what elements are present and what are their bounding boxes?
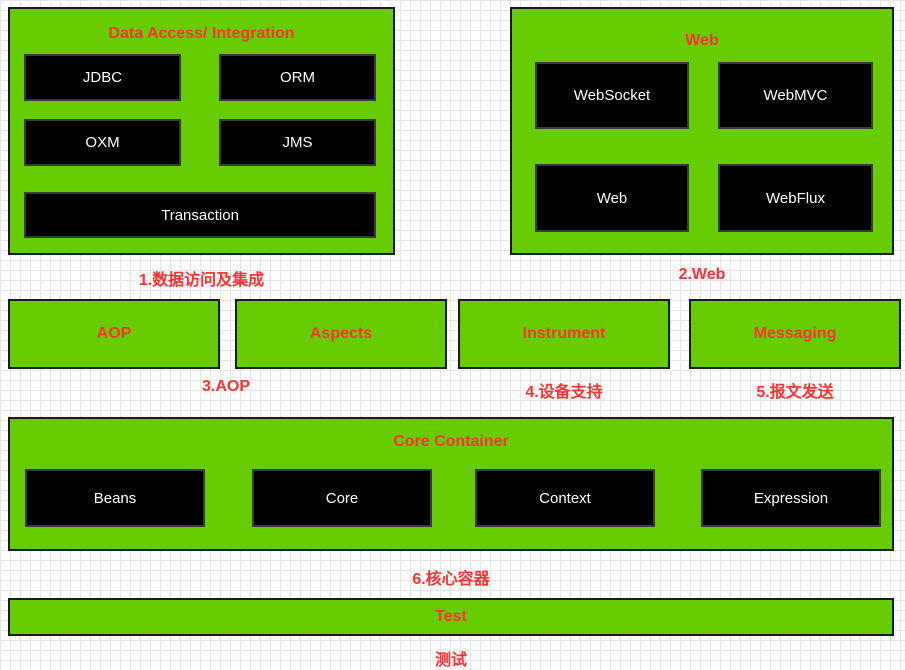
- core-container-title: Core Container: [393, 433, 509, 450]
- instrument-caption: 4.设备支持: [525, 384, 603, 401]
- context-block: Context: [475, 469, 655, 527]
- data-access-caption: 1.数据访问及集成: [138, 272, 265, 289]
- jms-block: JMS: [219, 119, 376, 166]
- webflux-block: WebFlux: [718, 164, 873, 232]
- webmvc-block: WebMVC: [718, 62, 873, 129]
- web-caption: 2.Web: [678, 266, 726, 283]
- web-title: Web: [685, 32, 719, 49]
- instrument-bar: Instrument: [458, 299, 670, 369]
- core-container-caption: 6.核心容器: [412, 571, 490, 588]
- core-block: Core: [252, 469, 432, 527]
- jdbc-block: JDBC: [24, 54, 181, 101]
- messaging-bar: Messaging: [689, 299, 901, 369]
- aop-bar: AOP: [8, 299, 220, 369]
- test-bar: Test: [8, 598, 894, 636]
- aspects-bar: Aspects: [235, 299, 447, 369]
- web-module: Web WebSocket WebMVC Web WebFlux: [510, 7, 894, 255]
- beans-block: Beans: [25, 469, 205, 527]
- transaction-block: Transaction: [24, 192, 376, 238]
- test-caption: 测试: [434, 652, 467, 669]
- data-access-module: Data Access/ Integration JDBC ORM OXM JM…: [8, 7, 395, 255]
- core-container-module: Core Container Beans Core Context Expres…: [8, 417, 894, 551]
- messaging-caption: 5.报文发送: [756, 384, 834, 401]
- data-access-title: Data Access/ Integration: [108, 25, 295, 42]
- websocket-block: WebSocket: [535, 62, 689, 129]
- oxm-block: OXM: [24, 119, 181, 166]
- expression-block: Expression: [701, 469, 881, 527]
- orm-block: ORM: [219, 54, 376, 101]
- aop-caption: 3.AOP: [201, 378, 250, 395]
- web-block: Web: [535, 164, 689, 232]
